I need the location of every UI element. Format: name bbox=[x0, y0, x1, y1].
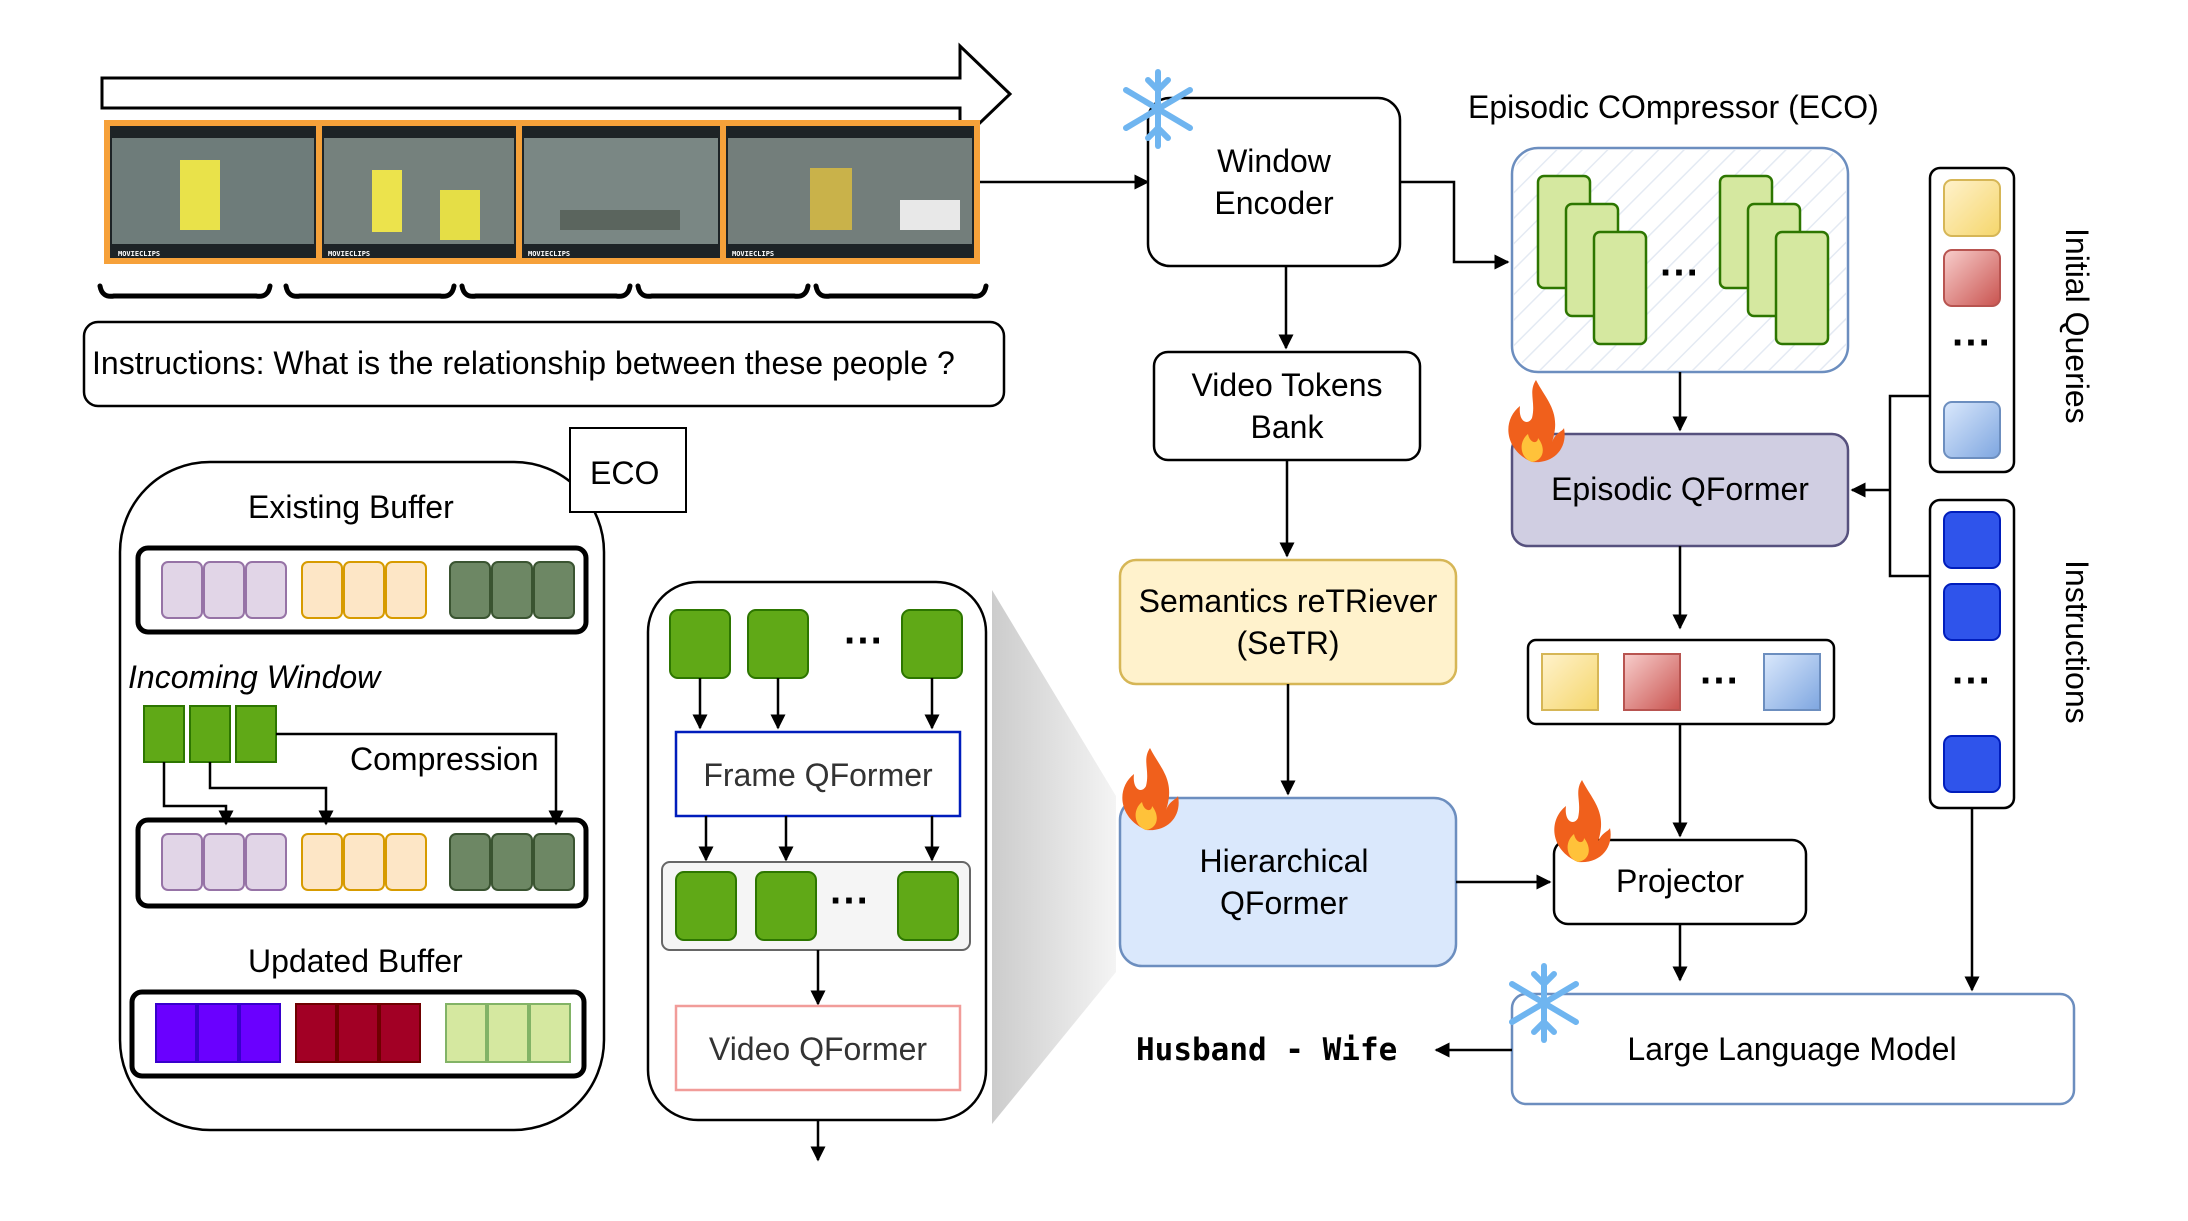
query-bracket-arrows bbox=[1850, 394, 1980, 992]
fire-icon-episodic bbox=[1508, 380, 1565, 463]
compression-label: Compression bbox=[350, 741, 539, 777]
eco-token-box: ··· bbox=[1510, 146, 1850, 374]
episodic-qformer-label: Episodic QFormer bbox=[1551, 471, 1809, 507]
snowflake-icon bbox=[1123, 69, 1193, 149]
merging-buffer bbox=[135, 817, 589, 909]
dots: ··· bbox=[1700, 659, 1740, 703]
llm: Large Language Model bbox=[1510, 992, 2076, 1106]
encoder-to-eco-arrow bbox=[1400, 180, 1510, 270]
hier-line-2: QFormer bbox=[1220, 885, 1348, 921]
llm-label: Large Language Model bbox=[1627, 1031, 1956, 1067]
video-frame-4: MOVIECLIPS bbox=[726, 126, 974, 258]
incoming-window-label: Incoming Window bbox=[128, 659, 382, 695]
incoming-window bbox=[143, 705, 277, 763]
compression-arrows bbox=[162, 732, 564, 826]
video-frame-3: MOVIECLIPS bbox=[522, 126, 720, 258]
setr-line-2: (SeTR) bbox=[1236, 625, 1339, 661]
eco-title: Episodic COmpressor (ECO) bbox=[1468, 89, 1879, 125]
updated-buffer-label: Updated Buffer bbox=[248, 943, 463, 979]
dots: ··· bbox=[1952, 659, 1992, 703]
video-frame-2: MOVIECLIPS bbox=[322, 126, 516, 258]
watermark: MOVIECLIPS bbox=[328, 250, 370, 258]
dots: ··· bbox=[844, 619, 884, 663]
episodic-qformer: Episodic QFormer bbox=[1510, 432, 1850, 548]
eco-panel: ECO Existing Buffer Incoming Window Comp… bbox=[118, 427, 687, 1132]
output-answer: Husband - Wife bbox=[1136, 1032, 1397, 1068]
dots: ··· bbox=[1952, 321, 1992, 365]
existing-buffer bbox=[135, 545, 589, 635]
watermark: MOVIECLIPS bbox=[118, 250, 160, 258]
fire-icon-hier bbox=[1122, 748, 1179, 831]
watermark: MOVIECLIPS bbox=[528, 250, 570, 258]
snowflake-icon bbox=[1509, 963, 1579, 1043]
instruction-tokens: ··· bbox=[1928, 498, 2016, 810]
hier-line-1: Hierarchical bbox=[1200, 843, 1369, 879]
initial-queries: ··· bbox=[1928, 166, 2016, 474]
frame-qformer-label: Frame QFormer bbox=[703, 757, 933, 793]
hierarchical-qformer: Hierarchical QFormer bbox=[1118, 796, 1458, 968]
eco-tag: ECO bbox=[590, 455, 659, 491]
updated-buffer bbox=[129, 989, 587, 1079]
bank-line-2: Bank bbox=[1251, 409, 1325, 445]
setr-line-1: Semantics reTRiever bbox=[1139, 583, 1438, 619]
video-qformer-label: Video QFormer bbox=[709, 1031, 928, 1067]
fire-icon-projector bbox=[1554, 780, 1611, 863]
window-encoder-line-1: Window bbox=[1217, 143, 1332, 179]
instruction-box: Instructions: What is the relationship b… bbox=[82, 320, 1006, 408]
episodic-output-tokens: ··· bbox=[1526, 638, 1836, 726]
dots: ··· bbox=[830, 879, 870, 923]
dots: ··· bbox=[1660, 251, 1700, 295]
setr: Semantics reTRiever (SeTR) bbox=[1118, 558, 1458, 686]
watermark: MOVIECLIPS bbox=[732, 250, 774, 258]
hierarchical-panel: ··· Frame QFormer ··· Video QFormer bbox=[646, 580, 988, 1162]
video-tokens-bank: Video Tokens Bank bbox=[1152, 350, 1422, 462]
window-braces bbox=[97, 283, 989, 299]
existing-buffer-label: Existing Buffer bbox=[248, 489, 454, 525]
zoom-cone bbox=[992, 590, 1116, 1124]
timeline-arrow bbox=[100, 42, 1013, 146]
instructions-label: Instructions bbox=[2059, 560, 2095, 724]
projector-label: Projector bbox=[1616, 863, 1744, 899]
initial-queries-label: Initial Queries bbox=[2059, 228, 2095, 424]
bank-line-1: Video Tokens bbox=[1192, 367, 1383, 403]
video-strip: MOVIECLIPS MOVIECLIPS MOVIECLIPS MOVIECL… bbox=[104, 120, 980, 264]
projector: Projector bbox=[1552, 838, 1808, 926]
video-frame-1: MOVIECLIPS bbox=[110, 126, 316, 258]
window-encoder-line-2: Encoder bbox=[1214, 185, 1334, 221]
instruction-text: Instructions: What is the relationship b… bbox=[92, 345, 955, 381]
